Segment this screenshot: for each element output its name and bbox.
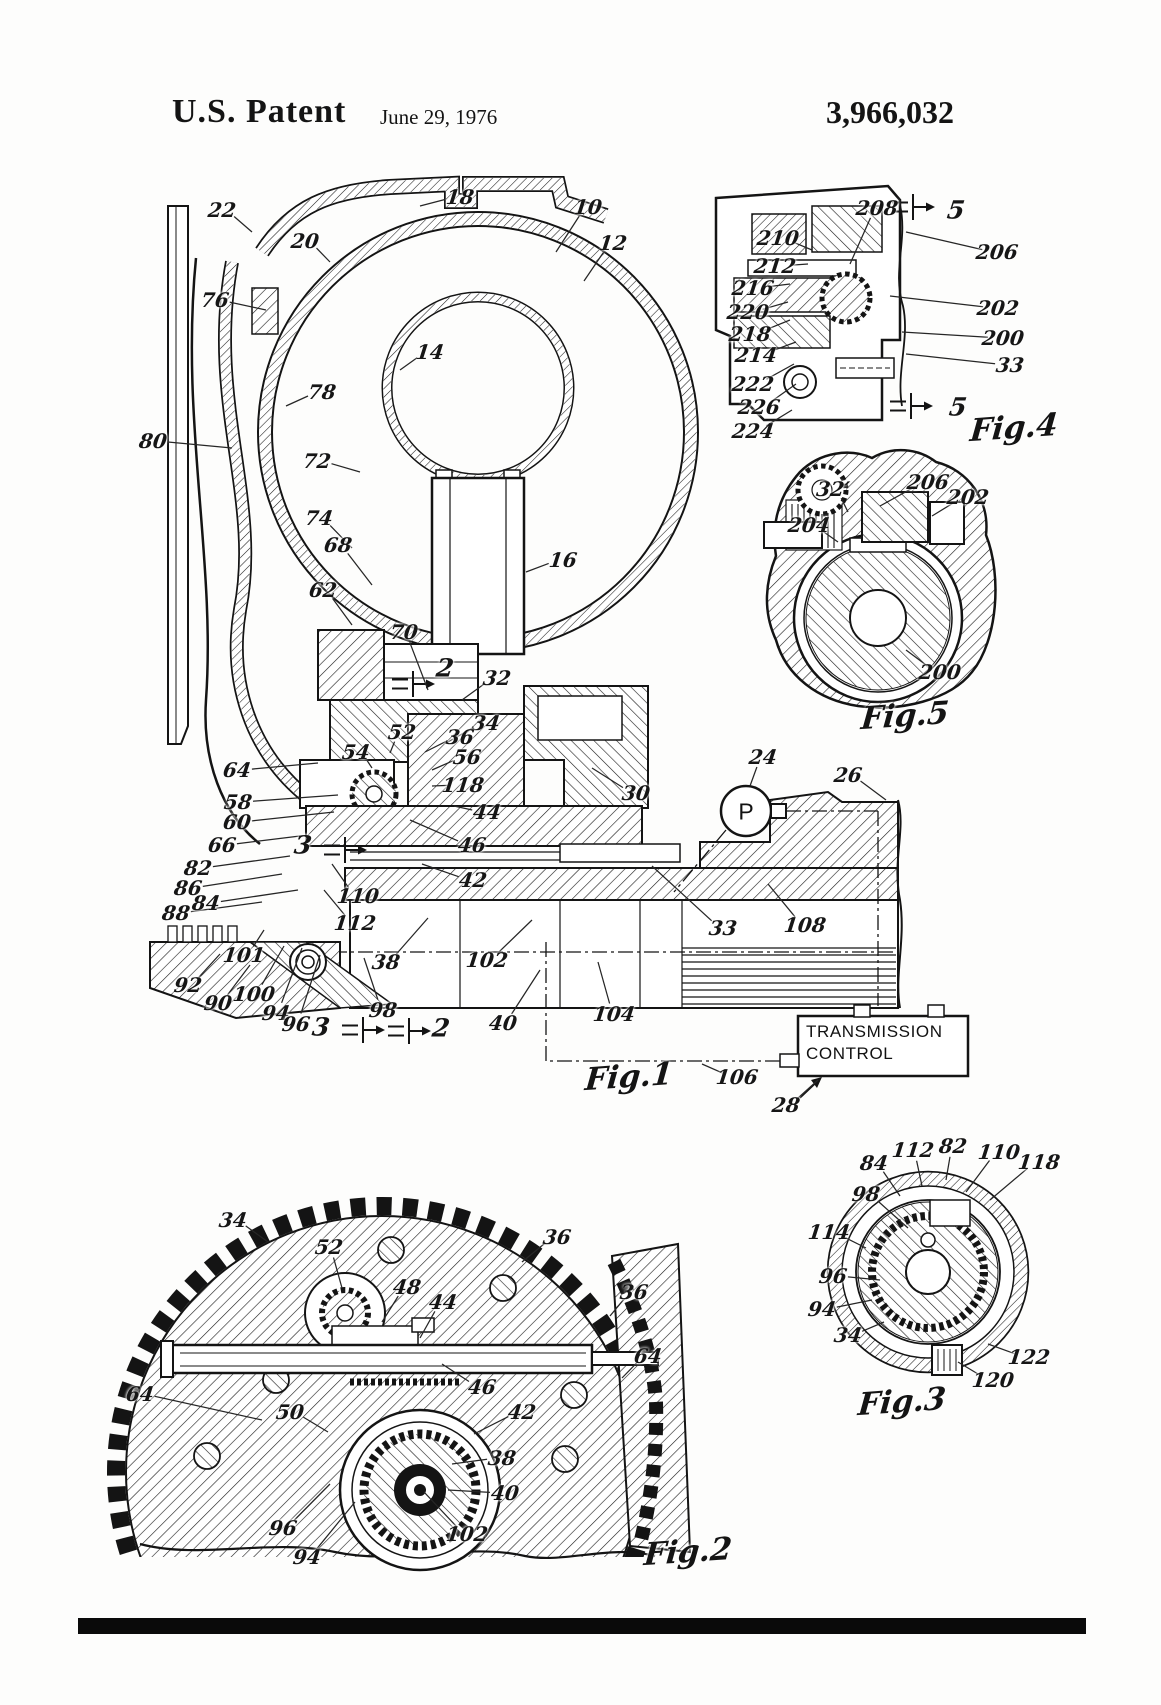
transmission-control-box xyxy=(796,1014,970,1078)
pump-symbol-circle xyxy=(719,784,773,838)
fig3-art xyxy=(826,1170,1030,1376)
leader-lines xyxy=(154,198,1028,1550)
fig2-art xyxy=(107,1197,692,1572)
scan-artifact-bar xyxy=(78,1618,1086,1634)
fig4-art xyxy=(714,184,936,422)
fig1-art xyxy=(149,184,970,1099)
fig5-art xyxy=(763,448,997,709)
